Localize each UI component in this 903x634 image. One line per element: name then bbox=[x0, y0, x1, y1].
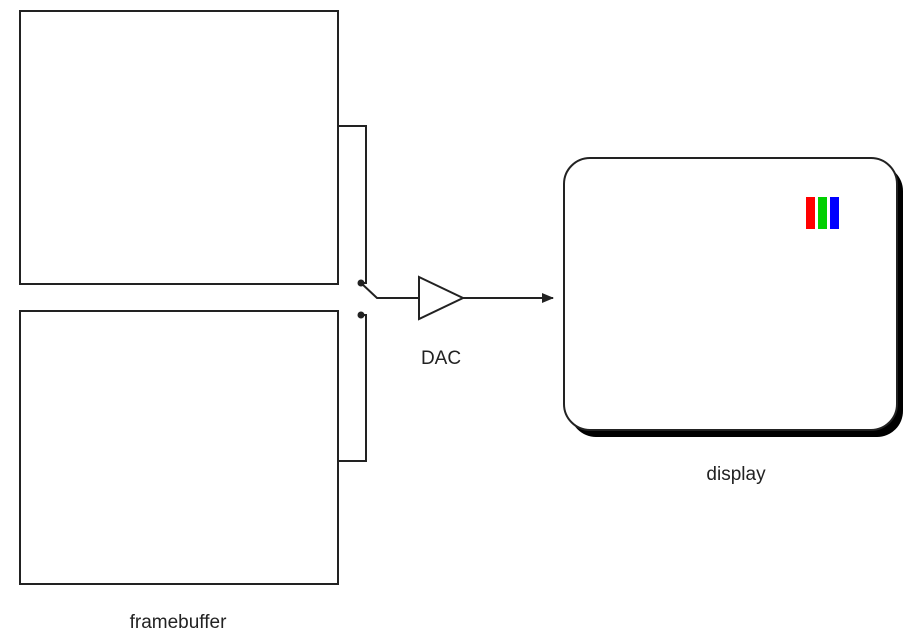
green-subpixel bbox=[818, 197, 827, 229]
red-subpixel bbox=[806, 197, 815, 229]
framebuffer-bottom bbox=[19, 310, 339, 585]
switch-arm bbox=[360, 282, 419, 299]
display-screen bbox=[563, 157, 898, 431]
display-label: display bbox=[706, 464, 766, 485]
blue-subpixel bbox=[830, 197, 839, 229]
dac-label: DAC bbox=[421, 348, 461, 369]
framebuffer-top-bus bbox=[338, 125, 367, 284]
switch-contact-bottom bbox=[357, 311, 365, 319]
rgb-pixel-icon bbox=[806, 197, 839, 229]
dac-amplifier-icon bbox=[418, 275, 466, 321]
framebuffer-bottom-bus bbox=[338, 314, 367, 462]
framebuffer-label: framebuffer bbox=[130, 612, 227, 633]
framebuffer-top bbox=[19, 10, 339, 285]
